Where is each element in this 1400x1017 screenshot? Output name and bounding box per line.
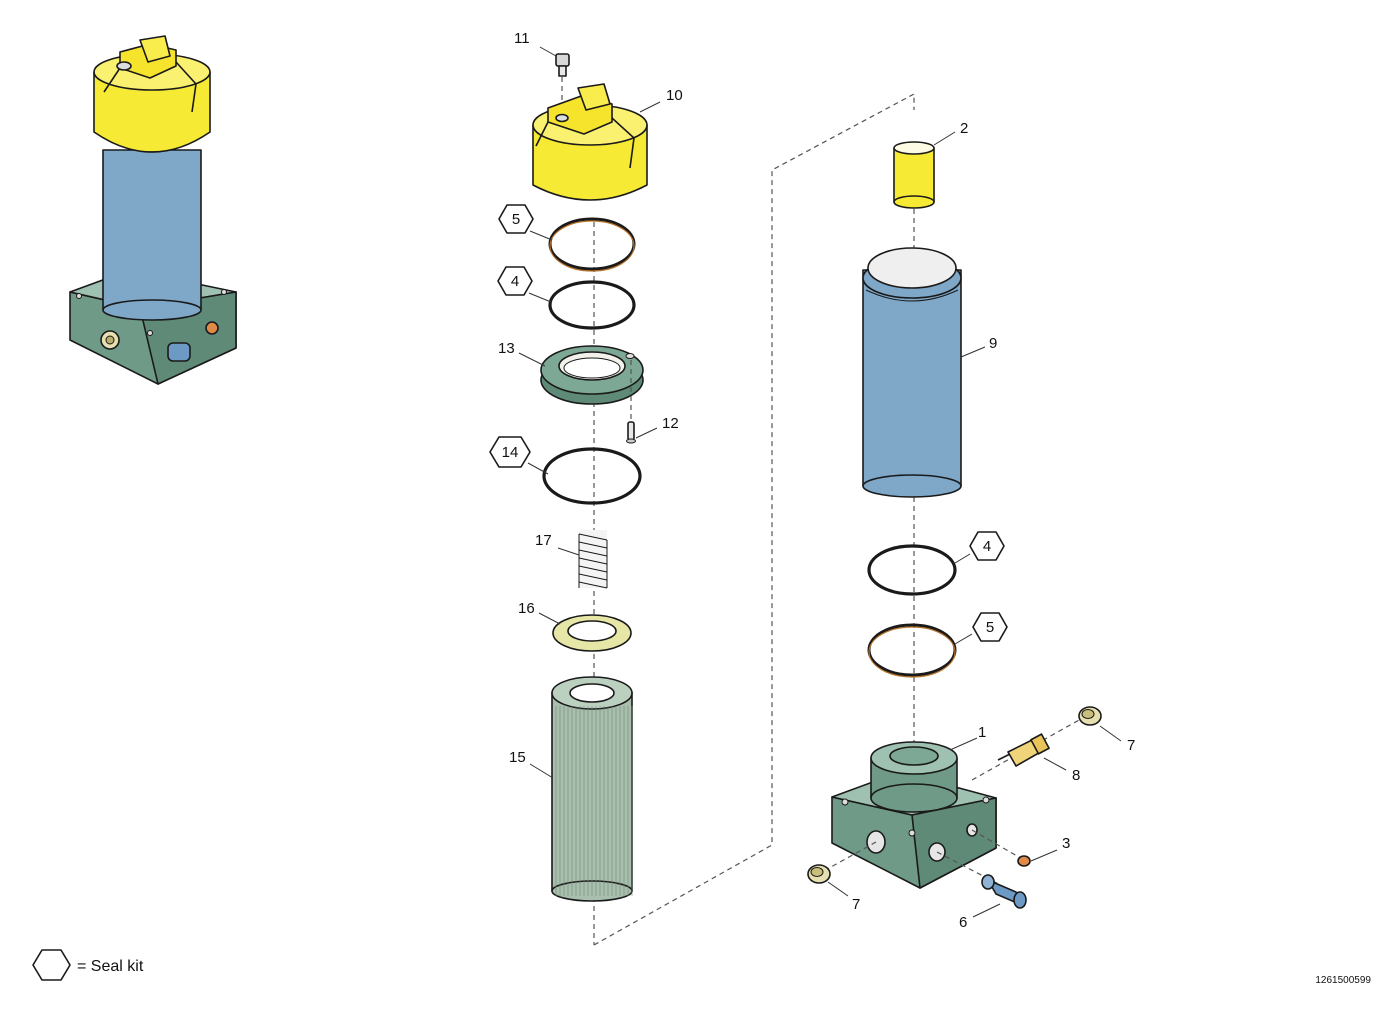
part-10-filter-cap	[532, 83, 648, 201]
part-4-o-ring-lower	[867, 544, 957, 596]
legend-seal-kit-label: = Seal kit	[77, 958, 144, 975]
callout-7-upper: 7	[1127, 737, 1135, 754]
callout-4-upper: 4	[511, 273, 519, 290]
callout-2: 2	[960, 120, 968, 137]
part-5-o-ring	[548, 217, 636, 271]
part-7-plug-lower	[807, 864, 831, 884]
part-17-spring	[578, 530, 608, 589]
callout-4-lower: 4	[983, 538, 991, 555]
callout-9: 9	[989, 335, 997, 352]
seal-kit-markers	[32, 204, 1008, 981]
callout-11: 11	[514, 30, 530, 47]
callout-6: 6	[959, 914, 967, 931]
callout-1: 1	[978, 724, 986, 741]
callout-17: 17	[535, 532, 552, 549]
callout-5-upper: 5	[512, 211, 520, 228]
callout-14: 14	[502, 444, 519, 461]
legend-hexagon	[32, 949, 71, 981]
leader-lines	[518, 46, 1122, 918]
callout-10: 10	[666, 87, 683, 104]
callout-12: 12	[662, 415, 679, 432]
part-1-base-block	[831, 741, 997, 889]
callout-3: 3	[1062, 835, 1070, 852]
callout-8: 8	[1072, 767, 1080, 784]
callout-7-lower: 7	[852, 896, 860, 913]
part-11-bolt	[555, 53, 570, 77]
callout-labels: 11 10 5 4 13 12 14 17 16 15 2 9 4 5 1 7 …	[498, 30, 1135, 931]
part-13-adapter-ring	[540, 345, 644, 405]
callout-15: 15	[509, 749, 526, 766]
callout-16: 16	[518, 600, 535, 617]
seal-kit-hexagon	[972, 612, 1008, 642]
part-4-o-ring	[548, 280, 636, 330]
part-9-housing	[862, 247, 962, 498]
document-number: 1261500599	[1315, 975, 1371, 986]
part-3-fitting	[1017, 855, 1031, 867]
part-5-o-ring-lower	[867, 623, 957, 677]
part-14-o-ring	[542, 447, 642, 505]
part-15-filter-element	[551, 676, 633, 902]
assembled-filter-illustration	[69, 35, 237, 385]
part-6-valve	[981, 874, 1027, 909]
part-16-washer	[552, 614, 632, 652]
part-2-sleeve	[893, 141, 935, 209]
seal-kit-hexagon	[969, 531, 1005, 561]
seal-kit-hexagon	[498, 204, 534, 234]
part-8-sensor	[997, 733, 1050, 767]
assembly-path-line	[593, 92, 915, 946]
callout-13: 13	[498, 340, 515, 357]
seal-kit-hexagon	[489, 436, 531, 468]
seal-kit-hexagon	[497, 266, 533, 296]
callout-5-lower: 5	[986, 619, 994, 636]
part-12-screw	[626, 360, 636, 444]
part-7-plug-upper	[1078, 706, 1102, 726]
